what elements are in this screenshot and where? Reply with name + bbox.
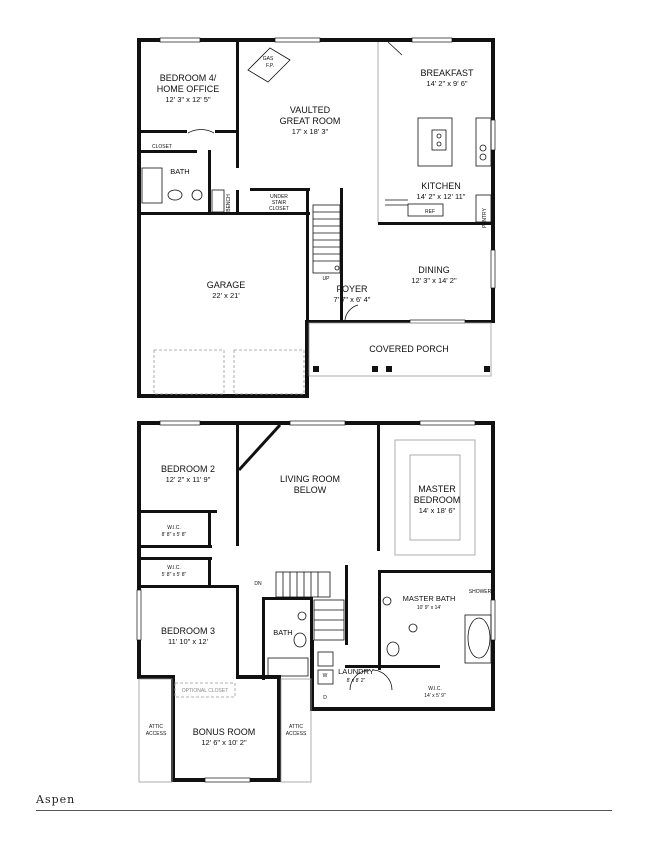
foyer-size: 7' 7" x 6' 4"	[334, 295, 371, 304]
shower-label: SHOWER	[469, 589, 492, 595]
bedroom3-name: BEDROOM 3	[161, 626, 215, 636]
second-bath-label: BATH	[273, 628, 292, 637]
under-stair-line2: STAIR	[272, 200, 287, 206]
up-label: UP	[323, 276, 331, 282]
footer-divider	[36, 810, 612, 811]
bedroom4-size: 12' 3" x 12' 5"	[165, 95, 211, 104]
master-bedroom-name: MASTER	[418, 484, 456, 494]
bonus-room-name: BONUS ROOM	[193, 727, 256, 737]
wic-b3-size: 5' 8" x 5' 8"	[162, 572, 187, 578]
bedroom2-name: BEDROOM 2	[161, 464, 215, 474]
laundry-name: LAUNDRY	[338, 667, 374, 676]
kitchen-name: KITCHEN	[421, 181, 461, 191]
bonus-room-size: 12' 6" x 10' 2"	[201, 738, 247, 747]
laundry-size: 8' x 8' 2"	[347, 678, 366, 684]
breakfast-name: BREAKFAST	[420, 68, 474, 78]
attic-left-line2: ACCESS	[146, 731, 167, 737]
master-wic-size: 14' x 5' 9"	[424, 693, 446, 699]
great-room-size: 17' x 18' 3"	[292, 127, 329, 136]
bench-label: BENCH	[226, 194, 232, 212]
first-floor-plan: GAS F.P.	[137, 37, 496, 398]
foyer-name: FOYER	[336, 284, 368, 294]
garage-name: GARAGE	[207, 280, 246, 290]
attic-right-line2: ACCESS	[286, 731, 307, 737]
garage-size: 22' x 21'	[212, 291, 240, 300]
great-room-name: VAULTED	[290, 105, 331, 115]
first-floor-stairs	[312, 204, 341, 274]
attic-right-line1: ATTIC	[289, 724, 303, 730]
master-bath-size: 10' 9" x 14'	[417, 605, 441, 611]
dryer-label: D	[323, 695, 327, 701]
closet-label: CLOSET	[152, 144, 172, 150]
master-bedroom-name2: BEDROOM	[414, 495, 461, 505]
covered-porch-label: COVERED PORCH	[369, 344, 449, 354]
second-floor-stairs	[275, 571, 345, 641]
bedroom2-size: 12' 2" x 11' 9"	[166, 475, 211, 484]
wic-b2-name: W.I.C.	[167, 525, 181, 531]
first-bath-label: BATH	[170, 167, 189, 176]
attic-left-line1: ATTIC	[149, 724, 163, 730]
dn-label: DN	[254, 581, 262, 587]
second-floor-plan: BEDROOM 2 12' 2" x 11' 9" W.I.C. 8' 8" x…	[136, 420, 496, 783]
master-wic-name: W.I.C.	[428, 686, 442, 692]
optional-closet-label: OPTIONAL CLOSET	[182, 688, 229, 694]
master-bath-name: MASTER BATH	[403, 594, 456, 603]
wic-b2-size: 8' 8" x 5' 8"	[162, 532, 187, 538]
washer-label: W	[323, 673, 328, 679]
living-below-name: LIVING ROOM	[280, 474, 340, 484]
bedroom3-size: 11' 10" x 12'	[168, 637, 209, 646]
breakfast-size: 14' 2" x 9' 6"	[426, 79, 467, 88]
master-bedroom-size: 14' x 18' 6"	[419, 506, 456, 515]
plan-name: Aspen	[36, 793, 76, 806]
living-below-name2: BELOW	[294, 485, 327, 495]
great-room-name2: GREAT ROOM	[280, 116, 341, 126]
wic-b3-name: W.I.C.	[167, 565, 181, 571]
pantry-label: PANTRY	[482, 207, 488, 227]
kitchen-size: 14' 2" x 12' 11"	[417, 192, 466, 201]
bedroom4-name: BEDROOM 4/	[160, 73, 217, 83]
under-stair-line3: CLOSET	[269, 206, 289, 212]
bedroom4-name2: HOME OFFICE	[157, 84, 220, 94]
gas-fireplace-label: GAS	[263, 56, 274, 62]
ref-label: REF	[425, 209, 435, 215]
svg-text:F.P.: F.P.	[266, 63, 274, 69]
dining-name: DINING	[418, 265, 450, 275]
dining-size: 12' 3" x 14' 2"	[411, 276, 457, 285]
under-stair-line1: UNDER	[270, 194, 288, 200]
